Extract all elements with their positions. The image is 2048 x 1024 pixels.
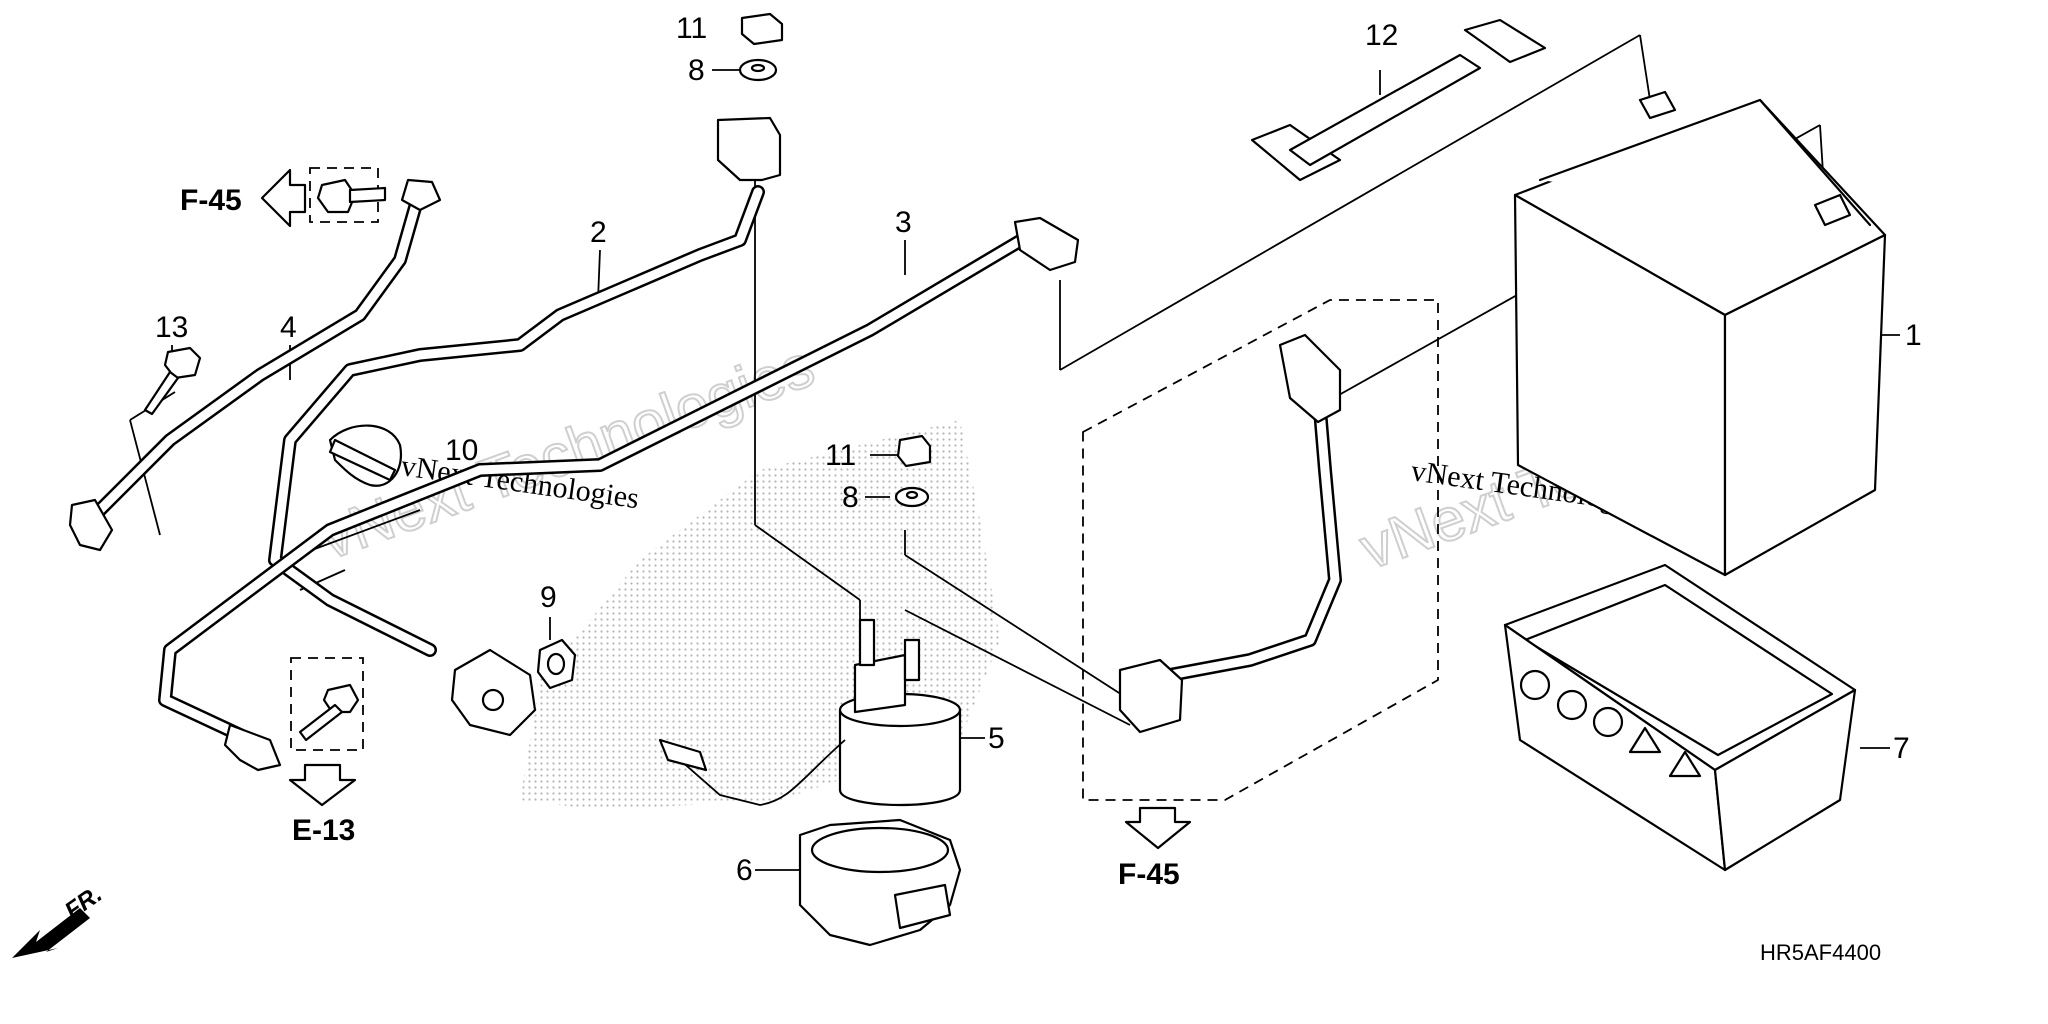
solenoid-lead (679, 739, 846, 806)
washer-8-top-hole (750, 63, 766, 73)
terminal-hole-2 (481, 688, 505, 712)
callout-7: 7 (1893, 732, 1910, 765)
bolt-top-shank (348, 186, 387, 204)
nut-9-hole (546, 652, 566, 676)
callout-11-top: 11 (676, 12, 707, 45)
bolt-bottom-e13 (298, 683, 360, 742)
bolt-13-shank (143, 370, 180, 416)
bolt-13-head (163, 346, 202, 380)
strap-band (1288, 53, 1482, 167)
recycle-symbol-1 (1519, 669, 1551, 701)
battery-terminal-pos (1813, 193, 1852, 227)
part-4-ground-cable (68, 178, 442, 552)
solenoid-connector (658, 738, 708, 772)
part-9-nut (536, 638, 577, 690)
part-7-battery-box (1503, 563, 1857, 872)
battery-lead-boot (1118, 658, 1184, 734)
arrow-down-icon-e13 (288, 763, 357, 807)
battery-side-face (1723, 233, 1887, 577)
arrow-down-icon-f45 (1124, 806, 1192, 850)
callouts: 1 2 3 4 5 6 7 8 8 9 10 11 11 12 13 (155, 12, 1922, 887)
clip-3 (1013, 216, 1080, 272)
holder-tab (893, 883, 952, 930)
holder-ring (810, 826, 950, 874)
ref-label-e13: E-13 (292, 814, 355, 847)
part-3-cable (158, 216, 1080, 772)
nut-11-top (740, 12, 784, 46)
bolt-top-head (316, 178, 357, 214)
part-10-band (328, 424, 403, 487)
part-12-battery-strap (1250, 18, 1547, 182)
battery-lead-top-terminal (1278, 333, 1342, 424)
callout-3: 3 (895, 206, 912, 239)
solenoid-body (838, 708, 962, 807)
battery-terminal-neg (1638, 90, 1677, 120)
warning-symbol-1 (1628, 726, 1662, 754)
leader-lines (129, 34, 1826, 726)
solenoid-post-left (858, 618, 876, 667)
arrow-left-icon (260, 168, 307, 228)
ref-arrow-f45-left: F-45 (180, 168, 307, 228)
nut-11-mid (896, 434, 932, 468)
part-1-battery (1513, 90, 1887, 577)
terminal-3 (223, 723, 282, 772)
bolt-top-f45 (316, 178, 387, 214)
ref-arrow-f45-bottom: F-45 (1118, 806, 1192, 891)
recycle-symbol-2 (1556, 689, 1588, 721)
battery-lid-rim (1538, 98, 1872, 227)
warning-symbol-2 (1668, 750, 1702, 778)
front-direction: FR. (12, 881, 107, 958)
washer-8-mid-hole (905, 490, 919, 500)
callout-10: 10 (445, 434, 478, 467)
callout-8-mid: 8 (842, 481, 859, 514)
terminal-cap-2 (716, 116, 782, 182)
callout-5: 5 (988, 722, 1005, 755)
dashed-box-cable (1082, 299, 1439, 801)
front-arrow-icon (12, 908, 90, 958)
callout-13: 13 (155, 311, 188, 344)
hardware-nuts-washers (738, 12, 932, 508)
part-5-starter-solenoid (658, 618, 962, 807)
strap-end-top (1463, 18, 1547, 64)
ref-label-f45-left: F-45 (180, 184, 242, 217)
callout-2: 2 (590, 216, 607, 249)
bolt-bottom-head (322, 683, 360, 714)
callout-11-mid: 11 (825, 439, 856, 472)
part-6-solenoid-holder (798, 818, 962, 947)
callout-6: 6 (736, 854, 753, 887)
ref-arrow-e13: E-13 (288, 763, 357, 847)
callout-1: 1 (1905, 319, 1922, 352)
ref-label-f45-bottom: F-45 (1118, 858, 1180, 891)
band-tail (328, 438, 397, 482)
battery-box-side (1713, 688, 1857, 872)
terminal-4-bottom (68, 498, 114, 552)
callout-8-top: 8 (688, 54, 705, 87)
battery-lead-cable (1118, 333, 1342, 734)
bolt-bottom-shank (298, 703, 344, 742)
dashed-box-bolt-bottom (290, 657, 364, 751)
battery-box-inner (1523, 583, 1834, 757)
solenoid-cap (853, 653, 907, 714)
callout-4: 4 (280, 311, 297, 344)
callout-9: 9 (540, 581, 557, 614)
solenoid-post-right (903, 638, 921, 682)
terminal-4-top (400, 178, 442, 212)
part-2-positive-cable (268, 116, 782, 737)
callout-12: 12 (1365, 19, 1398, 52)
recycle-symbol-3 (1592, 706, 1624, 738)
part-13-bolt (143, 346, 202, 416)
diagram-code: HR5AF4400 (1760, 940, 1881, 965)
